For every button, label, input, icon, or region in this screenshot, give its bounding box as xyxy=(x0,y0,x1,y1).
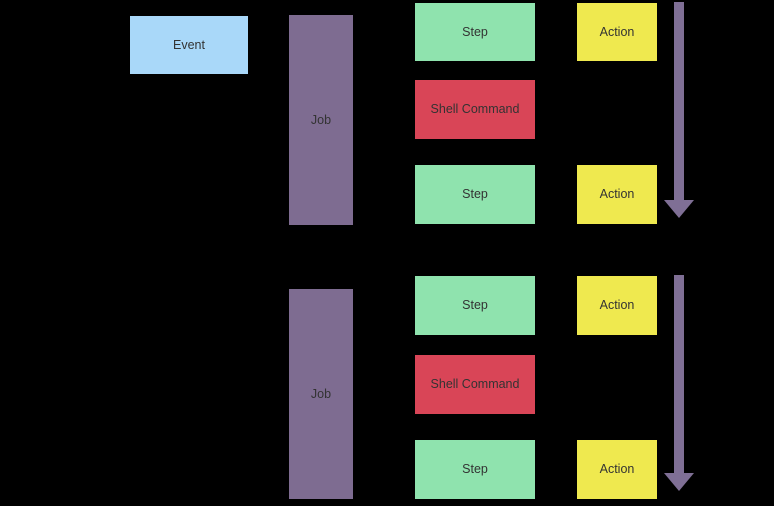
job-2-sequence-arrow-down-icon xyxy=(664,275,694,491)
arrow-head xyxy=(664,473,694,491)
job-1-action-1-box: Action xyxy=(577,3,657,61)
job-1-step-1-box: Step xyxy=(415,3,535,61)
arrow-head xyxy=(664,200,694,218)
job-2-action-2-box: Action xyxy=(577,440,657,499)
job-2-label: Job xyxy=(310,386,332,401)
action-label: Action xyxy=(599,187,635,201)
job-2-shell-command-box: Shell Command xyxy=(415,355,535,414)
shell-command-label: Shell Command xyxy=(430,102,520,116)
job-1-label: Job xyxy=(310,112,332,127)
job-2-box: Job xyxy=(289,289,353,499)
arrow-shaft xyxy=(674,275,684,473)
job-2-step-2-box: Step xyxy=(415,440,535,499)
step-label: Step xyxy=(462,298,488,312)
job-1-sequence-arrow-down-icon xyxy=(664,2,694,218)
event-label: Event xyxy=(173,37,205,52)
action-label: Action xyxy=(599,298,635,312)
shell-command-label: Shell Command xyxy=(430,377,520,391)
job-2-action-1-box: Action xyxy=(577,276,657,335)
job-1-step-2-box: Step xyxy=(415,165,535,224)
action-label: Action xyxy=(599,462,635,476)
job-2-step-1-box: Step xyxy=(415,276,535,335)
step-label: Step xyxy=(462,24,488,39)
job-1-action-2-box: Action xyxy=(577,165,657,224)
job-1-box: Job xyxy=(289,15,353,225)
step-label: Step xyxy=(462,462,488,476)
action-label: Action xyxy=(599,24,635,39)
step-label: Step xyxy=(462,187,488,201)
event-box: Event xyxy=(130,16,248,74)
arrow-shaft xyxy=(674,2,684,200)
job-1-shell-command-box: Shell Command xyxy=(415,80,535,139)
